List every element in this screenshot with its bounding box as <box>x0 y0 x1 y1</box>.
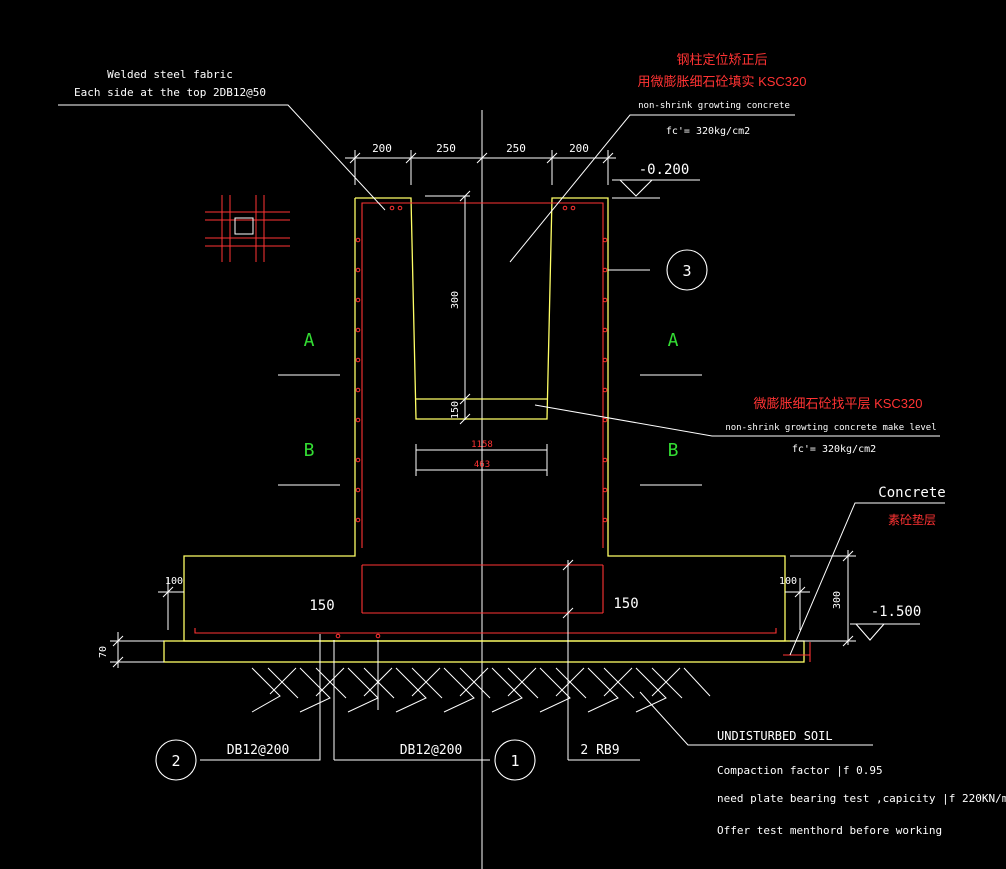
rebar-dots <box>335 205 608 639</box>
grout-mid-fc: fc'= 320kg/cm2 <box>792 444 876 455</box>
dim-70: 70 <box>98 646 109 658</box>
rebar-left-label: DB12@200 <box>227 743 290 758</box>
dim-463: 463 <box>474 460 490 470</box>
concrete-label: Concrete <box>878 485 945 501</box>
concrete-cn-label: 素砼垫层 <box>888 512 936 527</box>
grout-top-en: non-shrink growting concrete <box>638 101 790 111</box>
welded-fabric-symbol <box>205 195 290 262</box>
dim-300-right: 300 <box>832 591 843 609</box>
dim-150-left: 150 <box>309 598 334 614</box>
grout-top-fc: fc'= 320kg/cm2 <box>666 126 750 137</box>
rebar-mid-label: DB12@200 <box>400 743 463 758</box>
soil-note-3: Offer test menthord before working <box>717 824 942 837</box>
dim-150-right: 150 <box>613 596 638 612</box>
rebar-right-label: 2 RB9 <box>580 743 619 758</box>
dimension-lines <box>110 150 856 760</box>
callout-bubbles <box>155 249 708 781</box>
cn-note-top-2: 用微膨胀细石砼填实 KSC320 <box>637 74 806 89</box>
grout-mid-en: non-shrink growting concrete make level <box>725 423 936 433</box>
dim-100-left: 100 <box>165 576 183 587</box>
soil-hatch <box>251 667 711 713</box>
dim-150-inner: 150 <box>450 401 461 419</box>
soil-note-1: Compaction factor |f 0.95 <box>717 764 883 777</box>
dim-250-left: 250 <box>436 142 456 155</box>
section-b-right: B <box>668 440 679 461</box>
bubble-3-label: 3 <box>682 262 691 280</box>
dim-200-right: 200 <box>569 142 589 155</box>
bubble-2-label: 2 <box>171 752 180 770</box>
level-symbols <box>612 179 920 641</box>
section-marker-lines <box>278 374 702 486</box>
soil-title: UNDISTURBED SOIL <box>717 729 833 743</box>
cn-note-mid: 微膨胀细石砼找平层 KSC320 <box>753 396 922 411</box>
welded-fabric-label-2: Each side at the top 2DB12@50 <box>74 86 266 99</box>
dim-100-right: 100 <box>779 576 797 587</box>
dim-1158: 1158 <box>471 440 493 450</box>
rebar-cage <box>194 202 811 662</box>
soil-note-2: need plate bearing test ,capicity |f 220… <box>717 792 1006 805</box>
level-bottom-label: -1.500 <box>871 604 922 620</box>
dim-200-left: 200 <box>372 142 392 155</box>
pedestal-outline <box>163 197 805 663</box>
section-b-left: B <box>304 440 315 461</box>
bubble-1-label: 1 <box>510 752 519 770</box>
dim-250-right: 250 <box>506 142 526 155</box>
section-a-right: A <box>668 330 679 351</box>
welded-fabric-label-1: Welded steel fabric <box>107 68 233 81</box>
level-top-label: -0.200 <box>639 162 690 178</box>
dim-300-inner: 300 <box>450 291 461 309</box>
cn-note-top-1: 钢柱定位矫正后 <box>676 52 767 67</box>
leader-lines <box>58 104 945 761</box>
section-a-left: A <box>304 330 315 351</box>
